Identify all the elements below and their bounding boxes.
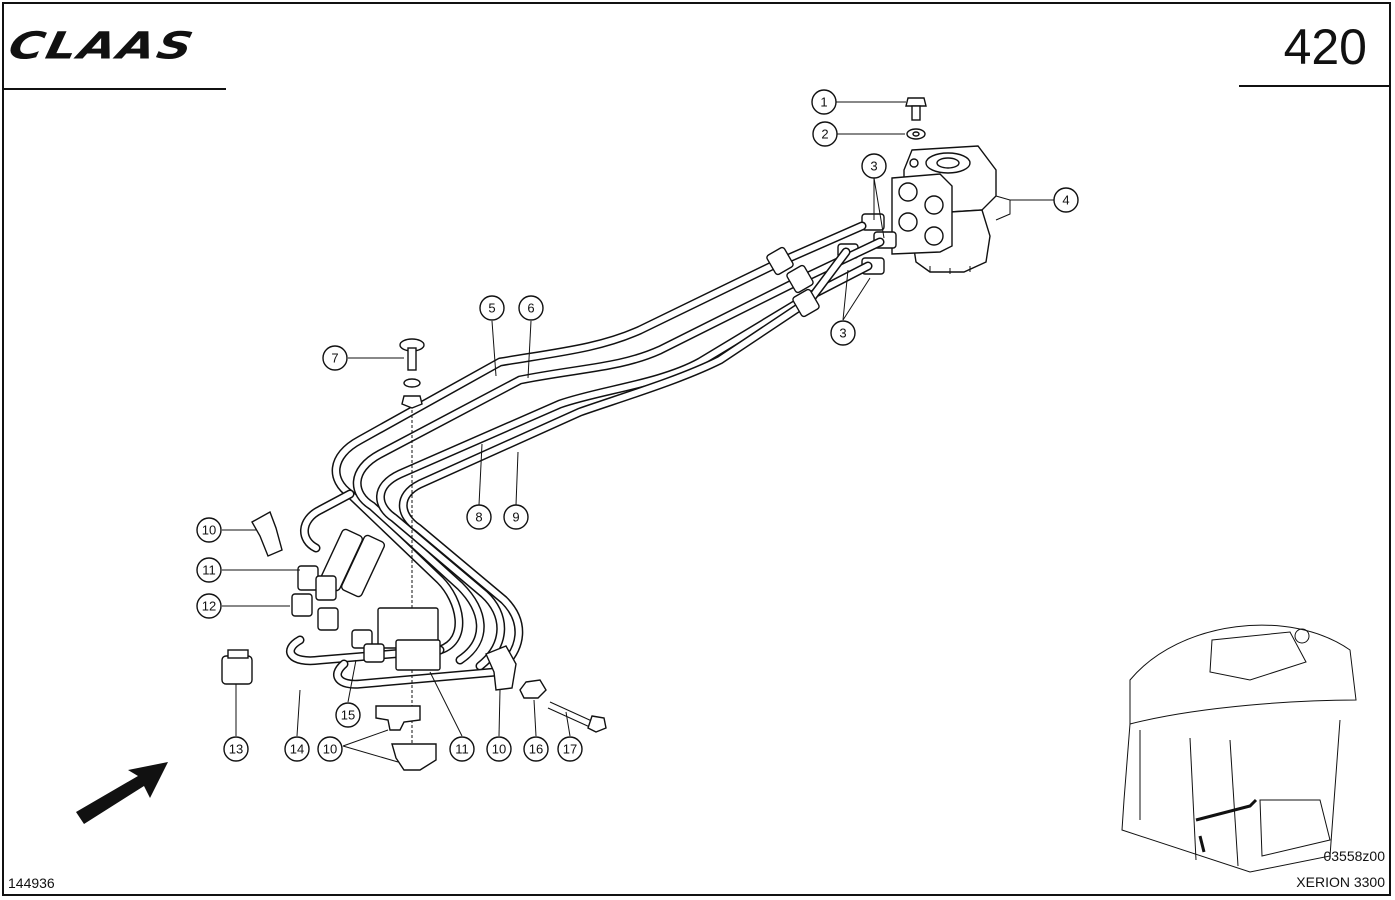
callout-10-bottom: 10: [317, 736, 343, 762]
hydraulic-pipes: [286, 221, 885, 689]
callout-10-right: 10: [486, 736, 512, 762]
callout-16: 16: [523, 736, 549, 762]
svg-text:2: 2: [821, 127, 828, 142]
callout-11-left: 11: [196, 557, 222, 583]
callout-14: 14: [284, 736, 310, 762]
fittings-block: [221, 528, 441, 685]
callout-3-upper: 3: [861, 153, 887, 179]
callout-7: 7: [322, 345, 348, 371]
svg-text:13: 13: [229, 742, 243, 757]
header-rule-left: [4, 88, 226, 90]
svg-text:12: 12: [202, 599, 216, 614]
washer-2: [906, 128, 926, 140]
svg-text:10: 10: [202, 523, 216, 538]
reference-code: 03558z00: [1323, 848, 1385, 864]
cab-location-thumbnail: [1121, 624, 1357, 873]
svg-text:3: 3: [839, 326, 846, 341]
page-number: 420: [1283, 19, 1367, 75]
callout-9: 9: [503, 504, 529, 530]
bolt-17: [547, 701, 607, 733]
svg-text:9: 9: [512, 510, 519, 525]
document-id: 144936: [8, 875, 55, 891]
svg-text:3: 3: [870, 159, 877, 174]
model-name: XERION 3300: [1296, 874, 1385, 890]
pipe-nuts: [766, 246, 820, 318]
callout-5: 5: [479, 295, 505, 321]
svg-text:7: 7: [331, 351, 338, 366]
callout-8: 8: [466, 504, 492, 530]
callout-10-left: 10: [196, 517, 222, 543]
svg-text:14: 14: [290, 742, 304, 757]
clamp-halves-10: [251, 510, 517, 771]
svg-text:16: 16: [529, 742, 543, 757]
callout-13: 13: [223, 736, 249, 762]
svg-text:10: 10: [492, 742, 506, 757]
svg-text:11: 11: [455, 742, 469, 757]
callout-2: 2: [812, 121, 838, 147]
svg-text:11: 11: [202, 563, 216, 578]
callout-1: 1: [811, 89, 837, 115]
svg-text:5: 5: [488, 301, 495, 316]
svg-text:6: 6: [527, 301, 534, 316]
callout-6: 6: [518, 295, 544, 321]
steering-unit: [891, 145, 1011, 274]
view-direction-arrow-icon: [76, 762, 168, 824]
svg-text:15: 15: [341, 708, 355, 723]
leader-lines: [222, 101, 1063, 763]
nut-16: [519, 679, 547, 699]
svg-text:1: 1: [820, 95, 827, 110]
svg-text:8: 8: [475, 510, 482, 525]
callout-11-bottom: 11: [449, 736, 475, 762]
header-rule-right: [1239, 85, 1391, 87]
bolt-7-assembly: [399, 338, 425, 760]
callout-3-lower: 3: [830, 320, 856, 346]
callout-4: 4: [1053, 187, 1079, 213]
svg-text:17: 17: [563, 742, 577, 757]
callout-17: 17: [557, 736, 583, 762]
callout-15: 15: [335, 702, 361, 728]
bolt-1: [905, 97, 927, 121]
svg-text:10: 10: [323, 742, 337, 757]
callout-12: 12: [196, 593, 222, 619]
svg-text:4: 4: [1062, 193, 1069, 208]
